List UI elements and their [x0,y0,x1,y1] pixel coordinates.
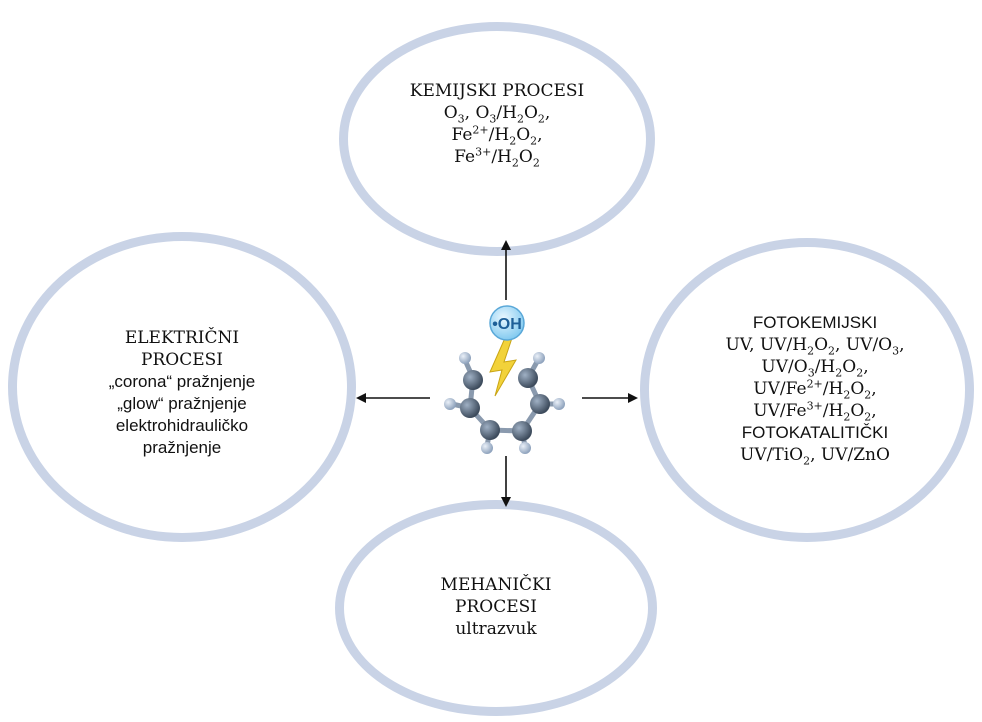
photochemical-processes-text: FOTOKEMIJSKI UV, UV/H2O2, UV/O3, UV/O3/H… [690,312,940,466]
electrical-processes-title-2: PROCESI [141,350,223,370]
chemical-processes-ellipse [339,22,655,256]
chemical-line-3: Fe3+/H2O2 [454,145,540,170]
photocatalytic-title: FOTOKATALITIČKI [741,423,889,442]
carbon-atoms [460,368,550,441]
chemical-line-1: O3, O3/H2O2, [443,103,551,126]
mechanical-processes-ellipse [335,500,657,716]
chemical-processes-text: KEMIJSKI PROCESI O3, O3/H2O2, Fe2+/H2O2,… [379,80,615,168]
corona-discharge: „corona“ pražnjenje [108,372,256,391]
hydroxyl-radical-label: •OH [492,316,522,333]
electrohydraulic-discharge-1: elektrohidrauličko [115,416,249,435]
mechanical-title-2: PROCESI [455,597,537,617]
lightning-bolt-icon [489,337,517,397]
photochemical-line-4: UV/Fe3+/H2O2, [753,399,877,424]
photocatalytic-line: UV/TiO2, UV/ZnO [740,445,890,468]
electrical-processes-text: ELEKTRIČNI PROCESI „corona“ pražnjenje „… [62,327,302,459]
hydrogen-atoms [444,352,565,454]
chemical-processes-title: KEMIJSKI PROCESI [409,81,585,101]
photochemical-line-1: UV, UV/H2O2, UV/O3, [725,335,905,358]
chemical-line-2: Fe2+/H2O2, [451,123,543,148]
electrical-processes-ellipse [8,232,356,542]
mechanical-title-1: MEHANIČKI [440,575,552,595]
photochemical-line-2: UV/O3/H2O2, [761,357,869,380]
electrical-processes-title-1: ELEKTRIČNI [124,328,240,348]
ultrasound: ultrazvuk [455,619,537,639]
mechanical-processes-text: MEHANIČKI PROCESI ultrazvuk [396,574,596,640]
glow-discharge: „glow“ pražnjenje [117,394,247,413]
hydroxyl-radical-icon [489,305,525,341]
electrohydraulic-discharge-2: pražnjenje [142,438,222,457]
photochemical-line-3: UV/Fe2+/H2O2, [753,377,877,402]
photochemical-title: FOTOKEMIJSKI [752,313,878,332]
photochemical-processes-ellipse [640,238,974,542]
